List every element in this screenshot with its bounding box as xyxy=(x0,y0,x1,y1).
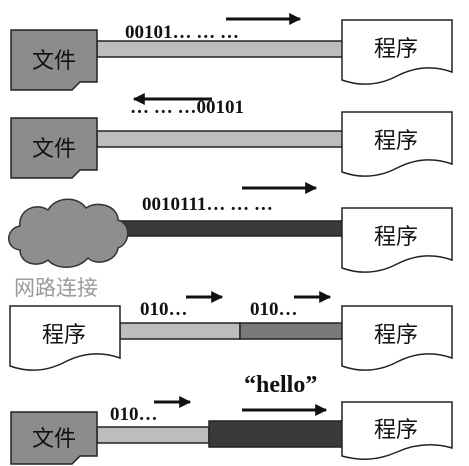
byte-stream-text-right: 010… xyxy=(250,299,298,320)
pipe xyxy=(96,40,346,58)
cloud-icon xyxy=(8,198,129,268)
program-doc xyxy=(341,305,453,371)
row-program-to-program: 程序 程序 010… 010… xyxy=(9,291,453,371)
file-node: 文件 xyxy=(10,117,98,179)
byte-stream-text: 00101… … … xyxy=(125,22,239,43)
byte-stream-text: 0010111… … … xyxy=(142,194,273,215)
row-file-to-program: 文件 程序 00101… … … xyxy=(10,13,453,91)
pipe-segment-light xyxy=(119,322,241,340)
file-label: 文件 xyxy=(32,427,76,452)
program-label: 程序 xyxy=(374,418,418,443)
file-box xyxy=(10,29,98,91)
program-node: 程序 xyxy=(341,19,453,85)
program-doc xyxy=(9,305,121,371)
pipe-segment-dark xyxy=(208,420,346,448)
pipe-segment-light xyxy=(96,426,210,444)
program-node-source: 程序 xyxy=(9,305,121,371)
message-text: “hello” xyxy=(244,372,317,398)
file-label: 文件 xyxy=(32,137,76,162)
file-node: 文件 xyxy=(10,411,98,465)
file-box xyxy=(10,411,98,465)
program-label: 程序 xyxy=(374,323,418,348)
program-label: 程序 xyxy=(374,37,418,62)
row-file-message-to-program: 文件 程序 010… “hello” xyxy=(10,372,453,465)
program-doc xyxy=(341,19,453,85)
pipe-segment-mid xyxy=(239,322,346,340)
program-doc xyxy=(341,207,453,273)
program-label: 程序 xyxy=(42,323,86,348)
program-label: 程序 xyxy=(374,129,418,154)
network-node: 网路连接 xyxy=(8,198,129,300)
row-network-to-program: 网路连接 程序 0010111… … … xyxy=(8,182,453,300)
byte-stream-text-left: 010… xyxy=(140,299,188,320)
file-label: 文件 xyxy=(32,49,76,74)
pipe xyxy=(96,130,346,148)
program-doc xyxy=(341,401,453,460)
byte-stream-text: 010… xyxy=(110,404,158,425)
pipe xyxy=(119,220,346,237)
program-label: 程序 xyxy=(374,225,418,250)
program-node-target: 程序 xyxy=(341,305,453,371)
program-node: 程序 xyxy=(341,207,453,273)
program-node: 程序 xyxy=(341,401,453,460)
program-node: 程序 xyxy=(341,111,453,177)
row-program-to-file: 文件 程序 … … …00101 xyxy=(10,93,453,179)
program-doc xyxy=(341,111,453,177)
file-box xyxy=(10,117,98,179)
network-label: 网路连接 xyxy=(14,276,98,300)
file-node: 文件 xyxy=(10,29,98,91)
byte-stream-text: … … …00101 xyxy=(130,97,244,118)
